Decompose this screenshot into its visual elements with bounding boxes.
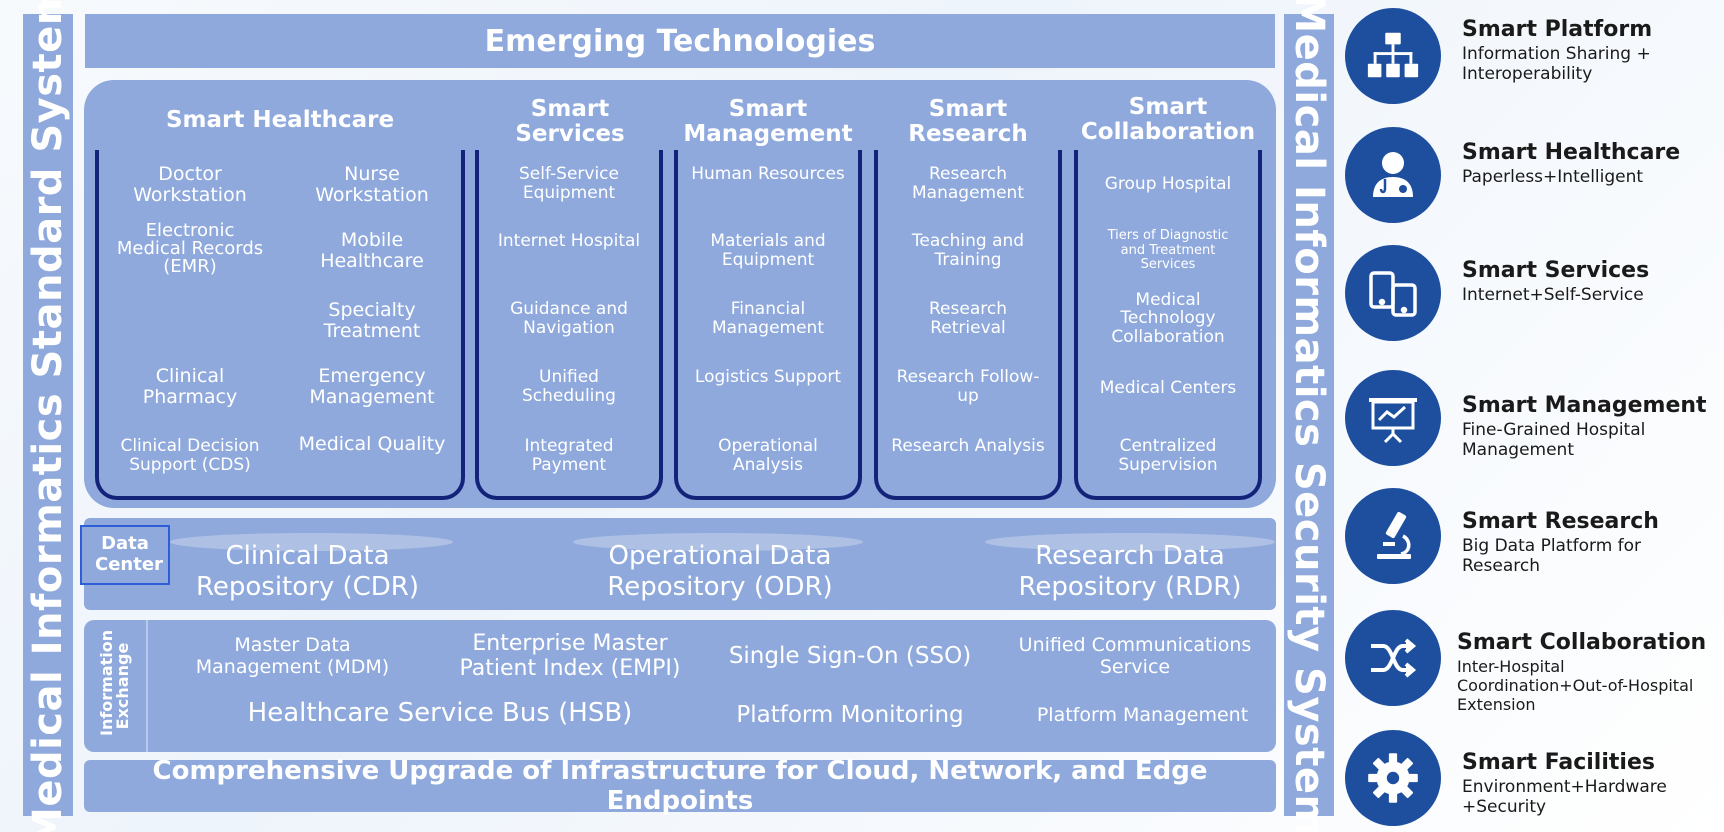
healthcare-item-emergency-management: Emergency Management (309, 365, 435, 409)
gear-icon (1345, 730, 1441, 826)
standard-system-bar: Medical Informatics Standard System (23, 0, 73, 832)
collaboration-item-0: Group Hospital (1104, 174, 1232, 194)
legend-title-platform: Smart Platform (1462, 17, 1653, 42)
legend-desc-collaboration: Inter-Hospital Coordination+Out-of-Hospi… (1457, 657, 1694, 715)
shuffle-icon (1345, 610, 1441, 706)
management-item-4: Operational Analysis (718, 436, 818, 476)
hierarchy-icon (1345, 8, 1441, 104)
collaboration-item-4: Centralized Supervision (1118, 436, 1218, 476)
information-exchange-row (84, 620, 1276, 752)
unified-communications-item: Unified Communications Service (1018, 634, 1252, 678)
infrastructure-label: Comprehensive Upgrade of Infrastructure … (152, 756, 1208, 816)
devices-icon (1345, 245, 1441, 341)
information-exchange-label: Information Exchange (97, 629, 132, 736)
doctor-icon (1345, 127, 1441, 223)
smart-services-title: Smart Services (515, 96, 625, 148)
smart-research-column (874, 150, 1062, 500)
research-item-1: Teaching and Training (911, 231, 1025, 271)
legend-desc-services: Internet+Self-Service (1462, 285, 1644, 305)
legend-desc-management: Fine-Grained Hospital Management (1462, 420, 1646, 461)
healthcare-item-nurse-workstation: Nurse Workstation (315, 163, 429, 207)
standard-system-label: Medical Informatics Standard System (25, 0, 71, 832)
security-system-label: Medical Informatics Security System (1286, 0, 1332, 832)
legend-title-healthcare: Smart Healthcare (1462, 140, 1681, 165)
cdr-repo: Clinical Data Repository (CDR) (195, 541, 420, 603)
cdr-highlight (170, 533, 453, 551)
legend-title-collaboration: Smart Collaboration (1457, 630, 1707, 655)
collaboration-item-2: Medical Technology Collaboration (1111, 290, 1225, 347)
platform-monitoring-item: Platform Monitoring (736, 702, 964, 728)
services-item-1: Internet Hospital (497, 231, 641, 251)
smart-healthcare-column (95, 150, 465, 500)
research-item-4: Research Analysis (891, 436, 1045, 456)
healthcare-item-clinical-pharmacy: Clinical Pharmacy (142, 365, 238, 409)
legend-title-services: Smart Services (1462, 258, 1650, 283)
management-item-0: Human Resources (691, 164, 845, 184)
microscope-icon (1345, 488, 1441, 584)
presentation-icon (1345, 370, 1441, 466)
rdr-highlight (985, 533, 1275, 551)
healthcare-item-specialty-treatment: Specialty Treatment (323, 299, 421, 343)
emerging-technologies-bar: Emerging Technologies (85, 14, 1275, 68)
legend-title-facilities: Smart Facilities (1462, 750, 1655, 775)
emerging-technologies-label: Emerging Technologies (484, 23, 876, 59)
research-item-3: Research Follow-up (896, 367, 1040, 407)
odr-repo: Operational Data Repository (ODR) (607, 541, 833, 603)
management-item-3: Logistics Support (694, 367, 842, 387)
management-item-1: Materials and Equipment (710, 231, 826, 271)
healthcare-item-mobile-healthcare: Mobile Healthcare (320, 229, 424, 273)
sso-item: Single Sign-On (SSO) (728, 643, 972, 669)
security-system-bar: Medical Informatics Security System (1284, 0, 1334, 832)
legend-desc-healthcare: Paperless+Intelligent (1462, 167, 1644, 187)
information-exchange-label-box: Information Exchange (84, 620, 148, 752)
smart-healthcare-title: Smart Healthcare (165, 107, 395, 133)
research-item-2: Research Retrieval (929, 299, 1007, 339)
smart-collaboration-column (1074, 150, 1262, 500)
legend-desc-facilities: Environment+Hardware +Security (1462, 777, 1667, 818)
services-item-4: Integrated Payment (524, 436, 614, 476)
services-item-0: Self-Service Equipment (519, 164, 619, 204)
smart-services-column (475, 150, 663, 500)
data-center-label: Data Center (95, 533, 163, 575)
collaboration-item-3: Medical Centers (1099, 378, 1237, 398)
smart-research-title: Smart Research (908, 96, 1028, 148)
healthcare-item-emr: Electronic Medical Records (EMR) (116, 220, 264, 277)
smart-management-title: Smart Management (683, 96, 853, 148)
smart-collaboration-title: Smart Collaboration (1080, 94, 1256, 146)
services-item-3: Unified Scheduling (522, 367, 616, 407)
legend-desc-platform: Information Sharing + Interoperability (1462, 44, 1651, 85)
data-center-row (84, 518, 1276, 610)
smart-management-column (674, 150, 862, 500)
hsb-item: Healthcare Service Bus (HSB) (247, 698, 633, 728)
research-item-0: Research Management (912, 164, 1024, 204)
healthcare-item-cds: Clinical Decision Support (CDS) (120, 436, 260, 476)
rdr-repo: Research Data Repository (RDR) (1018, 541, 1242, 603)
infrastructure-bar: Comprehensive Upgrade of Infrastructure … (84, 756, 1276, 816)
healthcare-item-medical-quality: Medical Quality (298, 433, 446, 455)
data-center-label-box: Data Center (80, 525, 170, 585)
odr-highlight (573, 533, 863, 551)
legend-title-management: Smart Management (1462, 393, 1707, 418)
services-item-2: Guidance and Navigation (510, 299, 628, 339)
platform-management-item: Platform Management (1036, 704, 1249, 726)
mdm-item: Master Data Management (MDM) (195, 634, 390, 678)
collaboration-item-1: Tiers of Diagnostic and Treatment Servic… (1107, 228, 1229, 273)
management-item-2: Financial Management (712, 299, 824, 339)
healthcare-item-doctor-workstation: Doctor Workstation (133, 163, 247, 207)
legend-title-research: Smart Research (1462, 509, 1659, 534)
legend-desc-research: Big Data Platform for Research (1462, 536, 1642, 577)
empi-item: Enterprise Master Patient Index (EMPI) (459, 631, 681, 682)
